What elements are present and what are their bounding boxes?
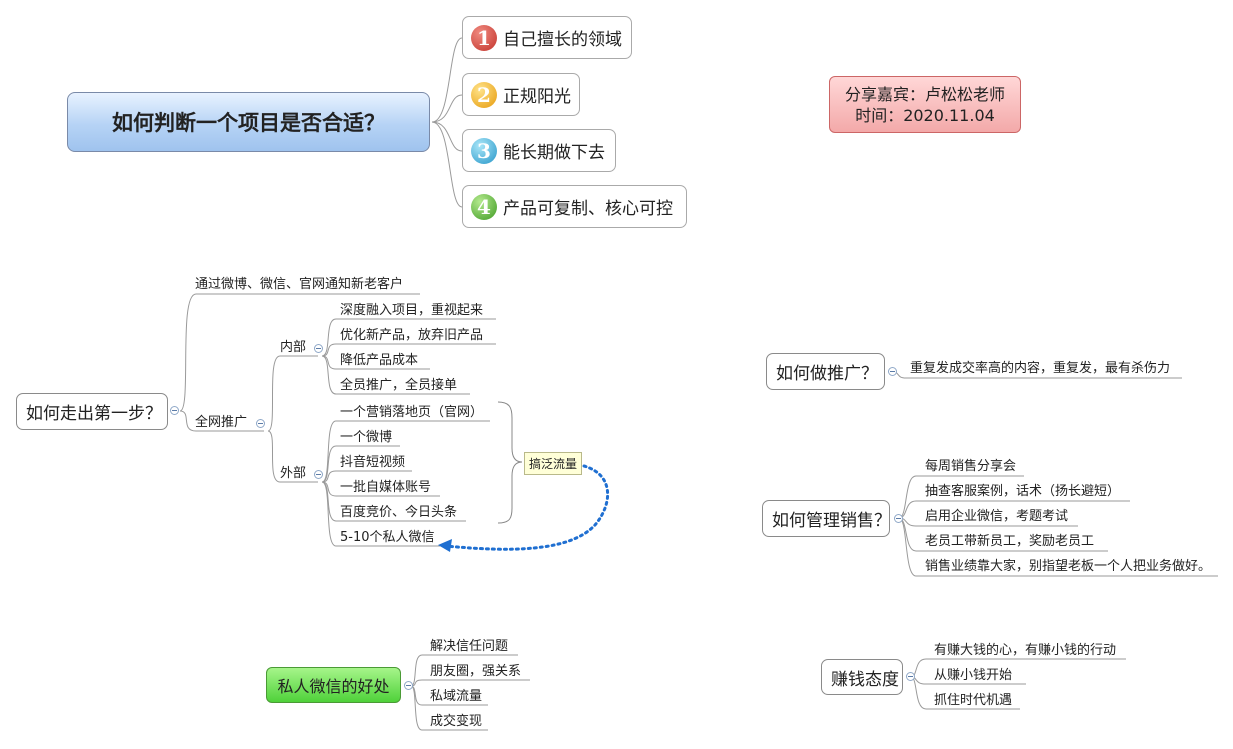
criterion-label: 产品可复制、核心可控 xyxy=(503,199,673,219)
external-item: 一个营销落地页（官网） xyxy=(340,405,484,420)
notify-item: 通过微博、微信、官网通知新老客户 xyxy=(195,277,404,292)
collapse-toggle-icon[interactable] xyxy=(256,419,265,428)
collapse-toggle-icon[interactable] xyxy=(888,367,897,376)
traffic-tag[interactable]: 搞泛流量 xyxy=(524,452,583,475)
criterion-label: 能长期做下去 xyxy=(503,143,605,163)
main-topic[interactable]: 如何判断一个项目是否合适？ xyxy=(67,92,430,152)
sales-item: 老员工带新员工，奖励老员工 xyxy=(925,534,1095,549)
wechat-item: 私域流量 xyxy=(430,689,483,704)
external-label: 外部 xyxy=(280,466,307,481)
number-1-icon: 1 xyxy=(471,24,497,51)
money-item: 有赚大钱的心，有赚小钱的行动 xyxy=(934,643,1117,658)
promotion-item: 重复发成交率高的内容，重复发，最有杀伤力 xyxy=(910,361,1171,376)
sales-item: 启用企业微信，考题考试 xyxy=(925,509,1069,524)
share-time: 时间：2020.11.04 xyxy=(855,105,995,125)
sales-label: 如何管理销售？ xyxy=(772,511,891,531)
first-step-label: 如何走出第一步？ xyxy=(26,404,162,424)
internal-item: 深度融入项目，重视起来 xyxy=(340,303,484,318)
number-3-icon: 3 xyxy=(471,137,497,164)
criterion-label: 正规阳光 xyxy=(503,87,571,107)
money-item: 从赚小钱开始 xyxy=(934,668,1013,683)
first-step-topic[interactable]: 如何走出第一步？ xyxy=(16,393,168,430)
external-item: 一个微博 xyxy=(340,430,393,445)
collapse-toggle-icon[interactable] xyxy=(404,681,413,690)
money-attitude-label: 赚钱态度 xyxy=(831,669,899,690)
wechat-item: 解决信任问题 xyxy=(430,639,509,654)
criterion-label: 自己擅长的领域 xyxy=(503,30,622,50)
internal-label: 内部 xyxy=(280,340,307,355)
collapse-toggle-icon[interactable] xyxy=(894,514,903,523)
wechat-item: 成交变现 xyxy=(430,714,483,729)
number-4-icon: 4 xyxy=(471,193,497,220)
collapse-toggle-icon[interactable] xyxy=(906,672,915,681)
promotion-label: 如何做推广？ xyxy=(776,364,878,384)
sales-item: 销售业绩靠大家，别指望老板一个人把业务做好。 xyxy=(925,559,1212,574)
criterion-3[interactable]: 3 能长期做下去 xyxy=(462,129,616,172)
network-promotion-label: 全网推广 xyxy=(195,415,248,430)
guest-name: 分享嘉宾：卢松松老师 xyxy=(844,84,1005,104)
internal-item: 降低产品成本 xyxy=(340,353,419,368)
wechat-benefits-topic[interactable]: 私人微信的好处 xyxy=(266,667,401,703)
external-item: 一批自媒体账号 xyxy=(340,480,432,495)
sales-item: 每周销售分享会 xyxy=(925,459,1017,474)
collapse-toggle-icon[interactable] xyxy=(170,406,179,415)
internal-item: 全员推广，全员接单 xyxy=(340,378,458,393)
number-2-icon: 2 xyxy=(471,81,497,108)
external-item: 百度竞价、今日头条 xyxy=(340,505,458,520)
criterion-1[interactable]: 1 自己擅长的领域 xyxy=(462,16,632,59)
wechat-item: 朋友圈，强关系 xyxy=(430,664,522,679)
promotion-topic[interactable]: 如何做推广？ xyxy=(766,353,885,390)
guest-info[interactable]: 分享嘉宾：卢松松老师 时间：2020.11.04 xyxy=(829,76,1021,133)
wechat-benefits-label: 私人微信的好处 xyxy=(277,677,390,696)
internal-item: 优化新产品，放弃旧产品 xyxy=(340,328,484,343)
collapse-toggle-icon[interactable] xyxy=(314,344,323,353)
criterion-4[interactable]: 4 产品可复制、核心可控 xyxy=(462,185,687,228)
criterion-2[interactable]: 2 正规阳光 xyxy=(462,73,580,116)
sales-item: 抽查客服案例，话术（扬长避短） xyxy=(925,484,1121,499)
main-topic-label: 如何判断一个项目是否合适？ xyxy=(112,111,385,135)
collapse-toggle-icon[interactable] xyxy=(314,470,323,479)
external-item: 5-10个私人微信 xyxy=(340,530,435,545)
money-item: 抓住时代机遇 xyxy=(934,693,1013,708)
external-item: 抖音短视频 xyxy=(340,455,406,470)
sales-topic[interactable]: 如何管理销售？ xyxy=(762,500,891,537)
money-attitude-topic[interactable]: 赚钱态度 xyxy=(821,659,903,695)
